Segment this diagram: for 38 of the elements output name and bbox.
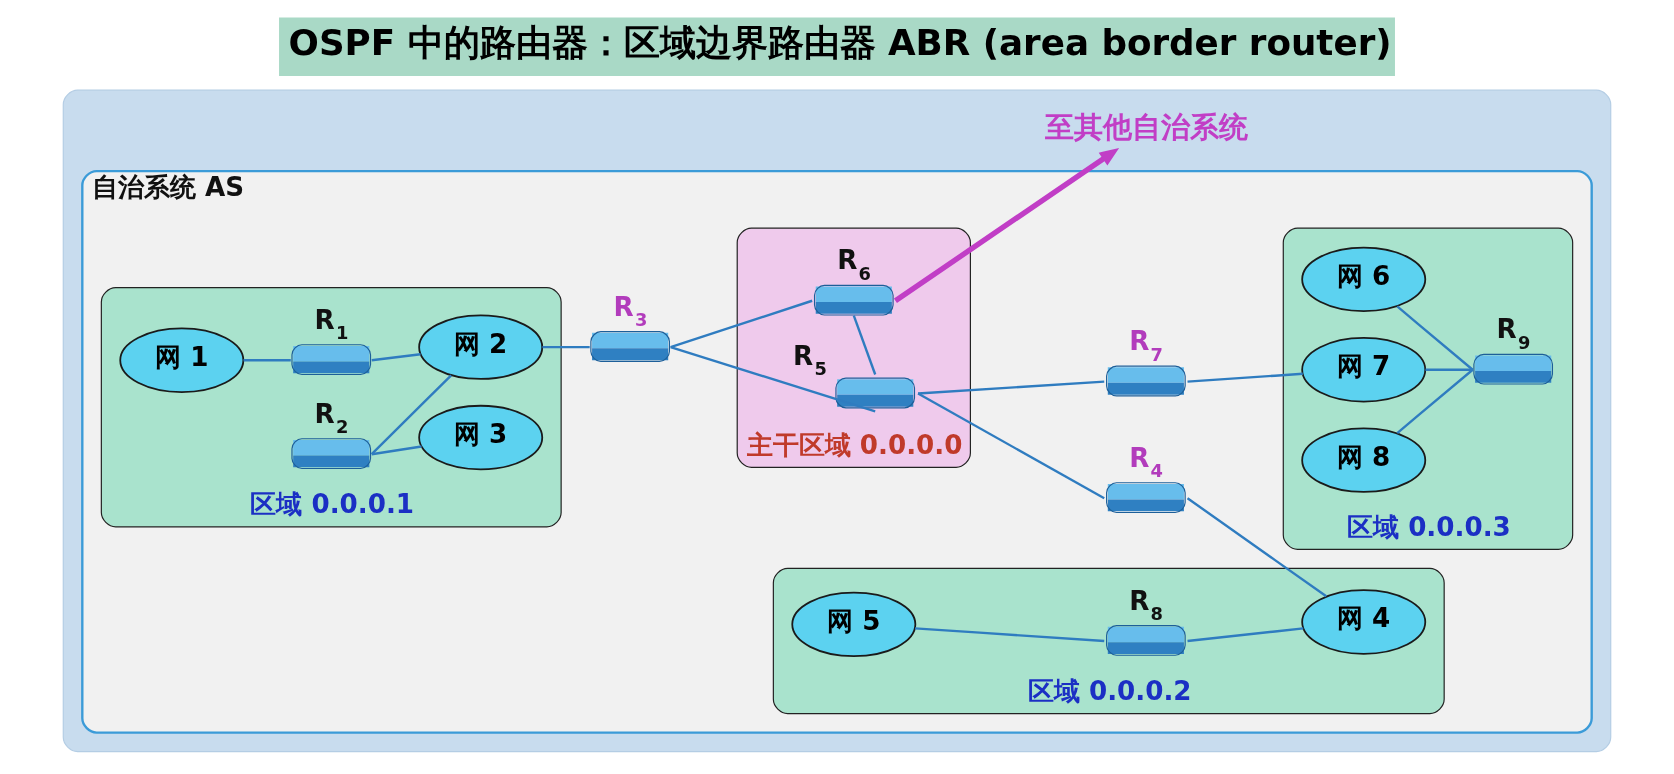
- node-label: R$_{5}$: [793, 340, 827, 380]
- connector: [243, 359, 291, 362]
- connector: [1396, 368, 1474, 434]
- connector: [370, 374, 452, 456]
- connector: [914, 627, 1105, 643]
- connector: [1187, 627, 1304, 643]
- connector: [670, 299, 813, 349]
- connector: [542, 345, 590, 349]
- node-label: R$_{2}$: [314, 398, 349, 438]
- connector: [917, 380, 1105, 395]
- node-label: R$_{1}$: [314, 304, 349, 344]
- node-ellipse: 网 7: [1301, 337, 1427, 403]
- connector: [1187, 372, 1303, 383]
- node-ellipse: 网 3: [418, 404, 544, 471]
- connector: [371, 445, 422, 456]
- node-ellipse: 网 6: [1301, 246, 1427, 313]
- node-ellipse: 网 1: [119, 327, 245, 393]
- diagram-title: OSPF 中的路由器：区域边界路由器 ABR (area border router): [288, 22, 1392, 64]
- node-text: 至其他自治系统: [1045, 109, 1249, 144]
- connector: [1186, 497, 1327, 598]
- connector: [1396, 305, 1474, 371]
- node-label: R$_{6}$: [837, 245, 871, 284]
- connector: [917, 392, 1105, 500]
- node-ellipse: 网 4: [1301, 589, 1427, 655]
- node-label: R$_{8}$: [1129, 585, 1164, 625]
- node-ellipse: 网 2: [418, 314, 544, 380]
- connector: [670, 346, 876, 413]
- node-label: R$_{7}$: [1129, 326, 1164, 365]
- connector: [371, 353, 421, 362]
- cluster: [62, 89, 1612, 753]
- arrow: [893, 148, 1120, 303]
- node-label: R$_{4}$: [1129, 442, 1164, 482]
- node-label: R$_{3}$: [613, 291, 648, 331]
- connector: [852, 315, 877, 375]
- node-label: R$_{9}$: [1496, 314, 1531, 353]
- node-ellipse: 网 5: [791, 591, 917, 658]
- connector: [1425, 368, 1473, 371]
- node-ellipse: 网 8: [1301, 427, 1427, 493]
